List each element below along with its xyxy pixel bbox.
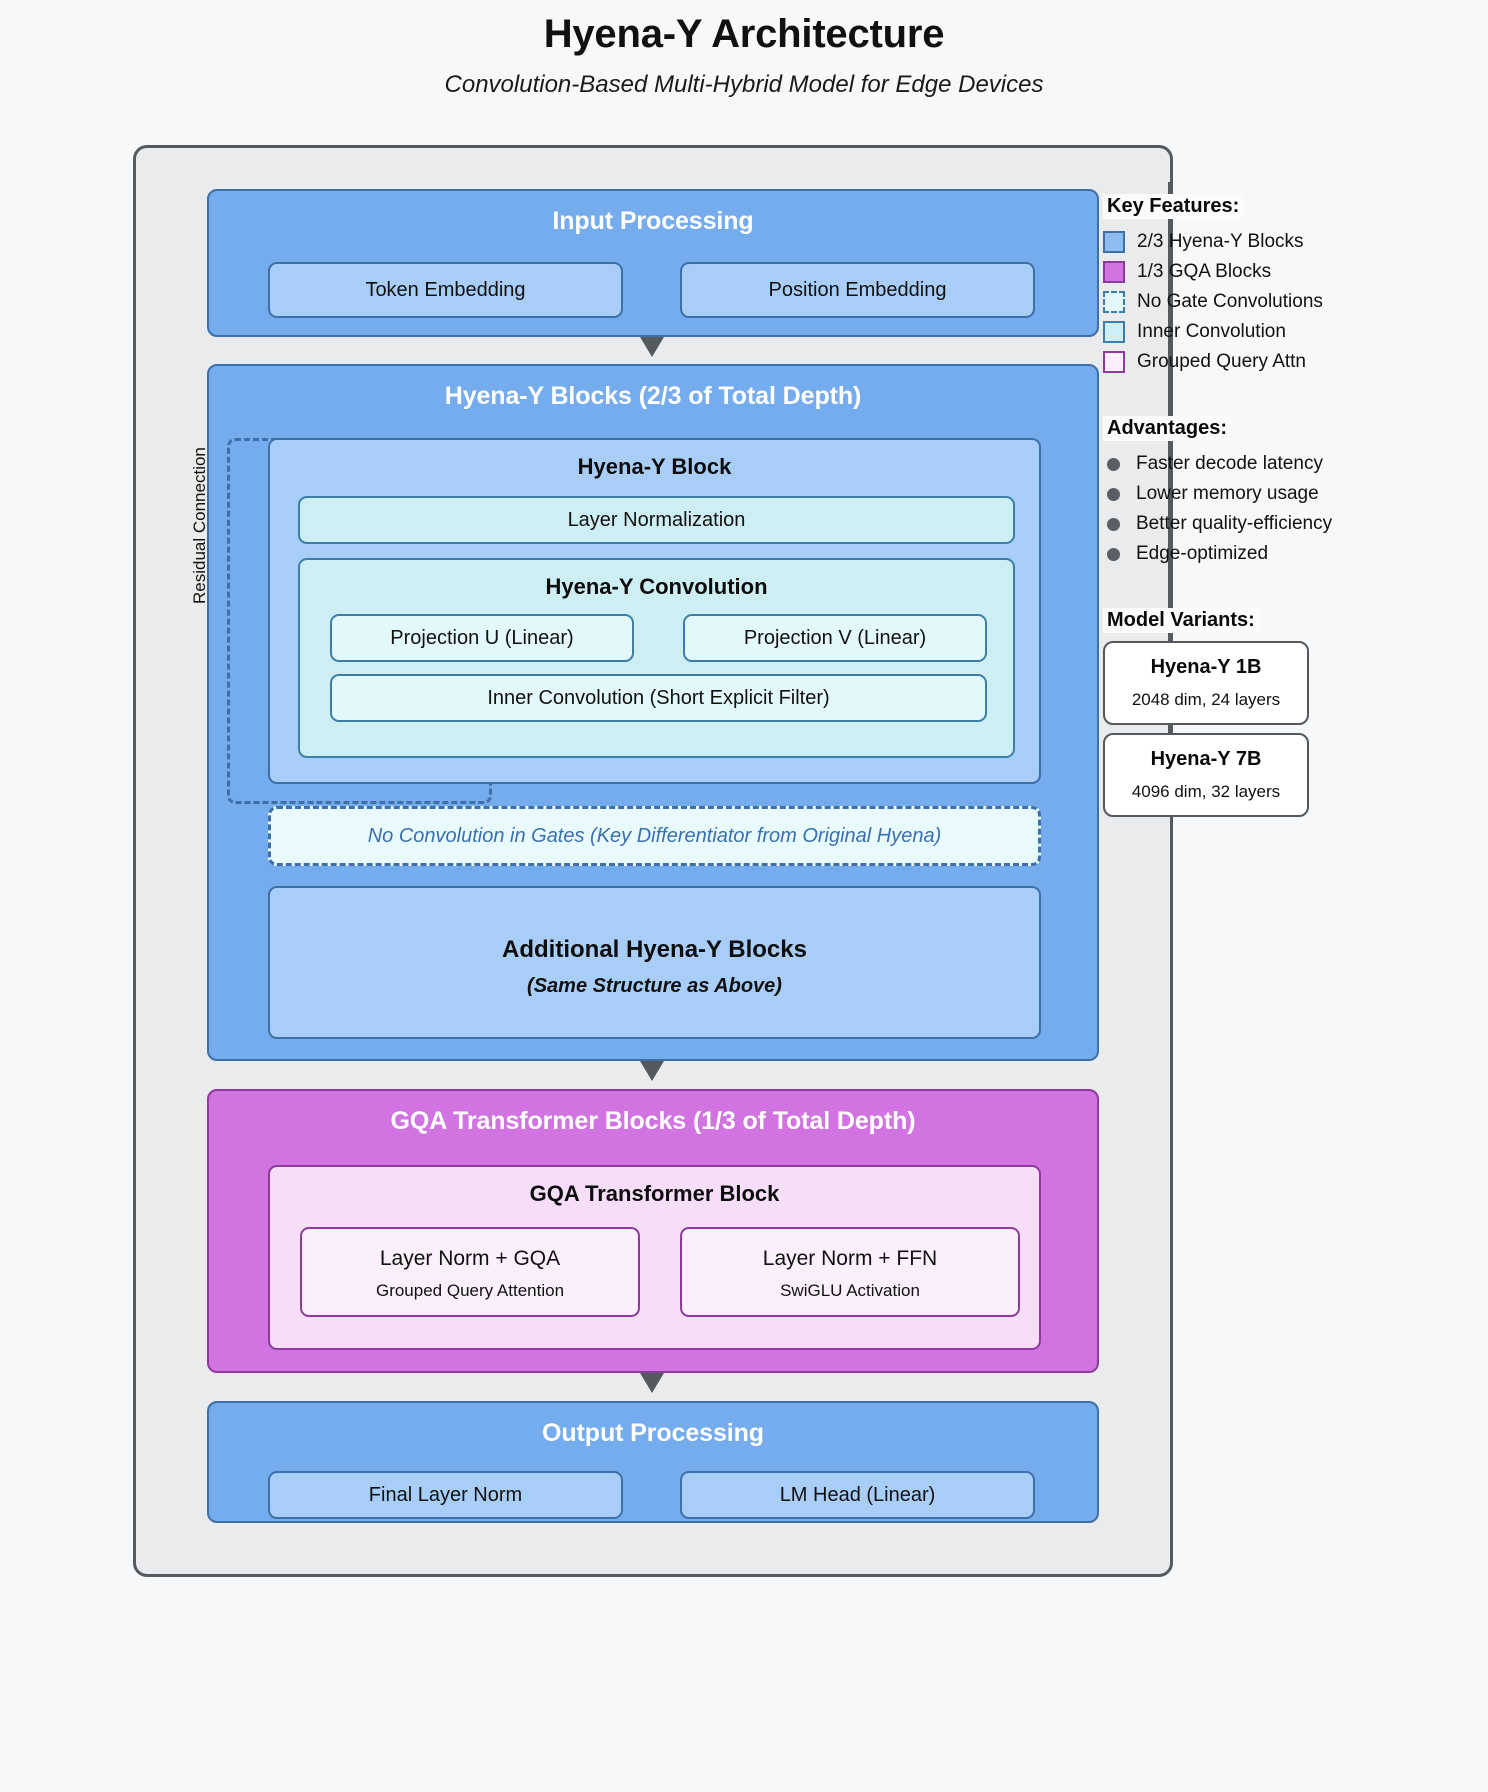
token-embedding-label: Token Embedding [365,278,526,301]
layer-normalization-label: Layer Normalization [567,508,746,531]
legend-item-label: Inner Convolution [1137,321,1286,342]
layer-norm-ffn-title: Layer Norm + FFN [762,1247,938,1270]
arrow-gqa-to-output [640,1373,664,1393]
model-variant-name: Hyena-Y 7B [1150,748,1262,770]
output-processing-group: Output Processing Final Layer Norm LM He… [207,1401,1099,1523]
additional-hyena-blocks-box[interactable]: Additional Hyena-Y Blocks (Same Structur… [268,886,1041,1039]
model-variants-heading: Model Variants: [1103,608,1259,633]
input-processing-title: Input Processing [552,207,754,235]
legend-swatch-icon [1103,291,1125,313]
advantage-item: Edge-optimized [1103,539,1483,569]
projection-v-box[interactable]: Projection V (Linear) [683,614,987,662]
inner-convolution-label: Inner Convolution (Short Explicit Filter… [487,686,830,709]
model-variants-panel: Model Variants: Hyena-Y 1B 2048 dim, 24 l… [1103,608,1483,817]
layer-norm-ffn-cell[interactable]: Layer Norm + FFN SwiGLU Activation [680,1227,1020,1317]
position-embedding-box[interactable]: Position Embedding [680,262,1035,318]
additional-hyena-blocks-title: Additional Hyena-Y Blocks [502,936,807,963]
bullet-dot-icon [1107,547,1120,561]
legend-item: Inner Convolution [1103,317,1483,347]
model-variant-spec: 2048 dim, 24 layers [1131,690,1281,709]
page-title: Hyena-Y Architecture [543,12,945,56]
gqa-blocks-title: GQA Transformer Blocks (1/3 of Total Dep… [390,1107,916,1135]
layer-norm-gqa-cell[interactable]: Layer Norm + GQA Grouped Query Attention [300,1227,640,1317]
layer-norm-gqa-title: Layer Norm + GQA [379,1247,561,1270]
gqa-blocks-group: GQA Transformer Blocks (1/3 of Total Dep… [207,1089,1099,1373]
advantages-heading: Advantages: [1103,416,1232,441]
projection-u-box[interactable]: Projection U (Linear) [330,614,634,662]
model-variant-spec: 4096 dim, 32 layers [1131,782,1281,801]
hyena-block[interactable]: Hyena-Y Block Layer Normalization Hyena-… [268,438,1041,784]
residual-connection-label: Residual Connection [190,447,209,604]
model-variant-name: Hyena-Y 1B [1150,656,1262,678]
hyena-convolution-title: Hyena-Y Convolution [545,574,768,599]
legend-item: No Gate Convolutions [1103,287,1483,317]
projection-v-label: Projection V (Linear) [743,626,927,649]
legend-item: 1/3 GQA Blocks [1103,257,1483,287]
sidebar: Key Features: 2/3 Hyena-Y Blocks 1/3 GQA … [1103,194,1483,377]
legend-item-label: No Gate Convolutions [1137,291,1323,312]
legend-list: 2/3 Hyena-Y Blocks 1/3 GQA Blocks No Gate … [1103,227,1483,377]
advantage-label: Better quality-efficiency [1136,513,1333,534]
model-variant-card[interactable]: Hyena-Y 1B 2048 dim, 24 layers [1103,641,1309,725]
no-gate-convolution-note: No Convolution in Gates (Key Differentia… [268,806,1041,866]
final-layer-norm-box[interactable]: Final Layer Norm [268,1471,623,1519]
no-gate-convolution-label: No Convolution in Gates (Key Differentia… [367,824,942,847]
gqa-transformer-block-title: GQA Transformer Block [529,1181,780,1206]
sidebar-divider [1168,182,1171,802]
model-variant-card[interactable]: Hyena-Y 7B 4096 dim, 32 layers [1103,733,1309,817]
final-layer-norm-label: Final Layer Norm [368,1483,523,1506]
projection-u-label: Projection U (Linear) [390,626,574,649]
advantage-label: Edge-optimized [1136,543,1269,564]
key-features-heading: Key Features: [1103,194,1244,219]
legend-item: Grouped Query Attn [1103,347,1483,377]
lm-head-label: LM Head (Linear) [779,1483,936,1506]
additional-hyena-blocks-subtitle: (Same Structure as Above) [527,975,782,997]
position-embedding-label: Position Embedding [768,278,947,301]
output-processing-title: Output Processing [542,1419,764,1447]
legend-item-label: 2/3 Hyena-Y Blocks [1137,231,1304,252]
layer-normalization-box[interactable]: Layer Normalization [298,496,1015,544]
bullet-dot-icon [1107,457,1120,471]
arrow-input-to-hyena [640,337,664,357]
hyena-blocks-group: Hyena-Y Blocks (2/3 of Total Depth) Hyen… [207,364,1099,1061]
legend-item-label: 1/3 GQA Blocks [1137,261,1272,282]
hyena-blocks-title: Hyena-Y Blocks (2/3 of Total Depth) [444,382,862,410]
hyena-block-title: Hyena-Y Block [577,454,732,479]
bullet-dot-icon [1107,517,1120,531]
lm-head-box[interactable]: LM Head (Linear) [680,1471,1035,1519]
legend-swatch-icon [1103,231,1125,253]
advantage-item: Better quality-efficiency [1103,509,1483,539]
legend-swatch-icon [1103,261,1125,283]
advantage-item: Faster decode latency [1103,449,1483,479]
page-subtitle: Convolution-Based Multi-Hybrid Model for… [444,71,1044,98]
arrow-hyena-to-gqa [640,1061,664,1081]
layer-norm-ffn-sub: SwiGLU Activation [780,1281,920,1300]
input-processing-group: Input Processing Token Embedding Positio… [207,189,1099,337]
legend-swatch-icon [1103,321,1125,343]
gqa-transformer-block[interactable]: GQA Transformer Block Layer Norm + GQA G… [268,1165,1041,1350]
legend-item: 2/3 Hyena-Y Blocks [1103,227,1483,257]
layer-norm-gqa-sub: Grouped Query Attention [375,1281,565,1300]
advantage-item: Lower memory usage [1103,479,1483,509]
bullet-dot-icon [1107,487,1120,501]
legend-item-label: Grouped Query Attn [1137,351,1306,372]
legend-swatch-icon [1103,351,1125,373]
advantage-label: Lower memory usage [1136,483,1319,504]
inner-convolution-box[interactable]: Inner Convolution (Short Explicit Filter… [330,674,987,722]
hyena-convolution-box[interactable]: Hyena-Y Convolution Projection U (Linear… [298,558,1015,758]
advantage-label: Faster decode latency [1136,453,1323,474]
token-embedding-box[interactable]: Token Embedding [268,262,623,318]
